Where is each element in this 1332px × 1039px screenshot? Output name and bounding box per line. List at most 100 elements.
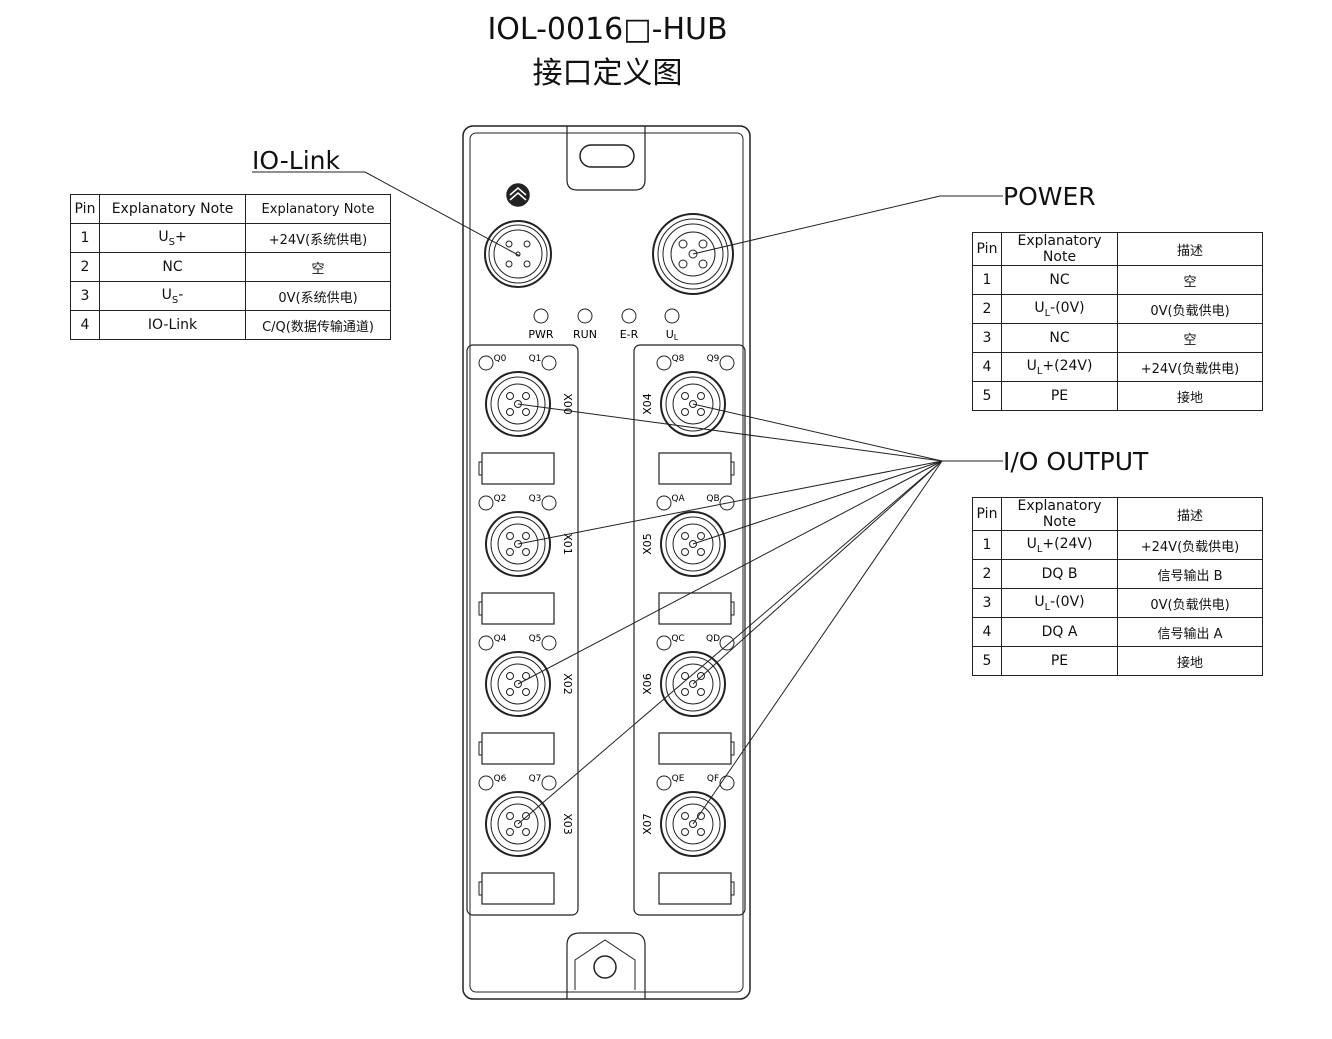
q-label: Q6 bbox=[494, 774, 507, 784]
pin-cell: 5 bbox=[972, 646, 1002, 676]
q-label: Q9 bbox=[707, 354, 720, 364]
table-row: 3 NC 空 bbox=[972, 323, 1263, 353]
table-header: Explanatory Note bbox=[245, 194, 391, 224]
m12-port-x00 bbox=[485, 371, 551, 437]
table-header: Pin bbox=[70, 194, 100, 224]
q-label: QB bbox=[706, 494, 719, 504]
label-slot bbox=[481, 872, 555, 905]
pin-cell: 3 bbox=[972, 323, 1002, 353]
pin-cell: 1 bbox=[972, 530, 1002, 560]
note-cell: UL+(24V) bbox=[1001, 352, 1118, 382]
q-led bbox=[478, 495, 494, 511]
desc-cell: 0V(负载供电) bbox=[1117, 294, 1263, 324]
pin-cell: 2 bbox=[70, 252, 100, 282]
device-housing bbox=[462, 125, 751, 1000]
table-row: 2 UL-(0V) 0V(负载供电) bbox=[972, 294, 1263, 324]
desc-cell: +24V(负载供电) bbox=[1117, 352, 1263, 382]
pin-cell: 2 bbox=[972, 294, 1002, 324]
port-label: X03 bbox=[561, 813, 574, 835]
q-label: Q8 bbox=[672, 354, 685, 364]
q-label: QE bbox=[672, 774, 685, 784]
q-label: Q4 bbox=[494, 634, 507, 644]
port-label: X04 bbox=[641, 393, 654, 415]
label-slot bbox=[658, 592, 732, 625]
m12-port-x03 bbox=[485, 791, 551, 857]
q-led bbox=[541, 775, 557, 791]
table-row: 5 PE 接地 bbox=[972, 381, 1263, 411]
pin-cell: 3 bbox=[972, 588, 1002, 618]
label-slot bbox=[481, 732, 555, 765]
led-label-pwr: PWR bbox=[528, 328, 554, 341]
note-cell: UL+(24V) bbox=[1001, 530, 1118, 560]
note-cell: US+ bbox=[99, 223, 246, 253]
status-leds bbox=[533, 308, 680, 324]
port-label: X01 bbox=[561, 533, 574, 555]
desc-cell: +24V(系统供电) bbox=[245, 223, 391, 253]
pin-cell: 4 bbox=[70, 310, 100, 340]
table-row: 3 UL-(0V) 0V(负载供电) bbox=[972, 588, 1263, 618]
desc-cell: 空 bbox=[245, 252, 391, 282]
desc-cell: 0V(负载供电) bbox=[1117, 588, 1263, 618]
desc-cell: 空 bbox=[1117, 265, 1263, 295]
m12-port-x06 bbox=[660, 651, 726, 717]
q-led bbox=[656, 355, 672, 371]
port-label: X07 bbox=[641, 813, 654, 835]
label-slot bbox=[658, 452, 732, 485]
desc-cell: 接地 bbox=[1117, 381, 1263, 411]
q-led bbox=[541, 355, 557, 371]
desc-cell: C/Q(数据传输通道) bbox=[245, 310, 391, 340]
q-label: Q2 bbox=[494, 494, 507, 504]
port-label: X02 bbox=[561, 673, 574, 695]
q-led bbox=[719, 775, 735, 791]
q-led bbox=[719, 355, 735, 371]
note-cell: IO-Link bbox=[99, 310, 246, 340]
table-header: Explanatory Note bbox=[1001, 497, 1118, 531]
q-label: QF bbox=[707, 774, 719, 784]
q-label: Q0 bbox=[494, 354, 507, 364]
note-cell: NC bbox=[1001, 323, 1118, 353]
note-cell: DQ A bbox=[1001, 617, 1118, 647]
pin-cell: 3 bbox=[70, 281, 100, 311]
power-connector bbox=[652, 213, 734, 295]
table-row: 2 NC 空 bbox=[70, 252, 391, 282]
q-led bbox=[656, 635, 672, 651]
m12-port-x05 bbox=[660, 511, 726, 577]
iolink-connector bbox=[484, 220, 552, 288]
led-label-er: E-R bbox=[620, 328, 639, 341]
pin-cell: 2 bbox=[972, 559, 1002, 589]
pin-cell: 4 bbox=[972, 352, 1002, 382]
q-led bbox=[541, 495, 557, 511]
power-pin-table: Pin Explanatory Note 描述 1 NC 空 2 UL-(0V)… bbox=[972, 232, 1263, 411]
m12-port-x04 bbox=[660, 371, 726, 437]
table-header: Pin bbox=[972, 232, 1002, 266]
desc-cell: 接地 bbox=[1117, 646, 1263, 676]
table-header: 描述 bbox=[1117, 232, 1263, 266]
power-section-label: POWER bbox=[1003, 182, 1096, 211]
q-label: Q7 bbox=[529, 774, 542, 784]
table-row: 1 UL+(24V) +24V(负载供电) bbox=[972, 530, 1263, 560]
note-cell: DQ B bbox=[1001, 559, 1118, 589]
io-output-section-label: I/O OUTPUT bbox=[1003, 447, 1149, 476]
q-led bbox=[719, 635, 735, 651]
desc-cell: 信号输出 B bbox=[1117, 559, 1263, 589]
m12-port-x01 bbox=[485, 511, 551, 577]
q-label: QA bbox=[671, 494, 685, 504]
table-row: 3 US- 0V(系统供电) bbox=[70, 281, 391, 311]
q-label: Q5 bbox=[529, 634, 542, 644]
io-output-pin-table: Pin Explanatory Note 描述 1 UL+(24V) +24V(… bbox=[972, 497, 1263, 676]
note-cell: PE bbox=[1001, 646, 1118, 676]
q-label: Q3 bbox=[529, 494, 542, 504]
pin-cell: 5 bbox=[972, 381, 1002, 411]
table-header: Explanatory Note bbox=[1001, 232, 1118, 266]
m12-port-x02 bbox=[485, 651, 551, 717]
table-header: Pin bbox=[972, 497, 1002, 531]
table-header: 描述 bbox=[1117, 497, 1263, 531]
led-label-ul: UL bbox=[666, 328, 679, 342]
pin-cell: 1 bbox=[972, 265, 1002, 295]
label-slot bbox=[658, 872, 732, 905]
iolink-section-label: IO-Link bbox=[252, 146, 340, 175]
iolink-pin-table: Pin Explanatory Note Explanatory Note 1 … bbox=[70, 194, 391, 340]
q-led bbox=[656, 775, 672, 791]
table-row: 4 UL+(24V) +24V(负载供电) bbox=[972, 352, 1263, 382]
